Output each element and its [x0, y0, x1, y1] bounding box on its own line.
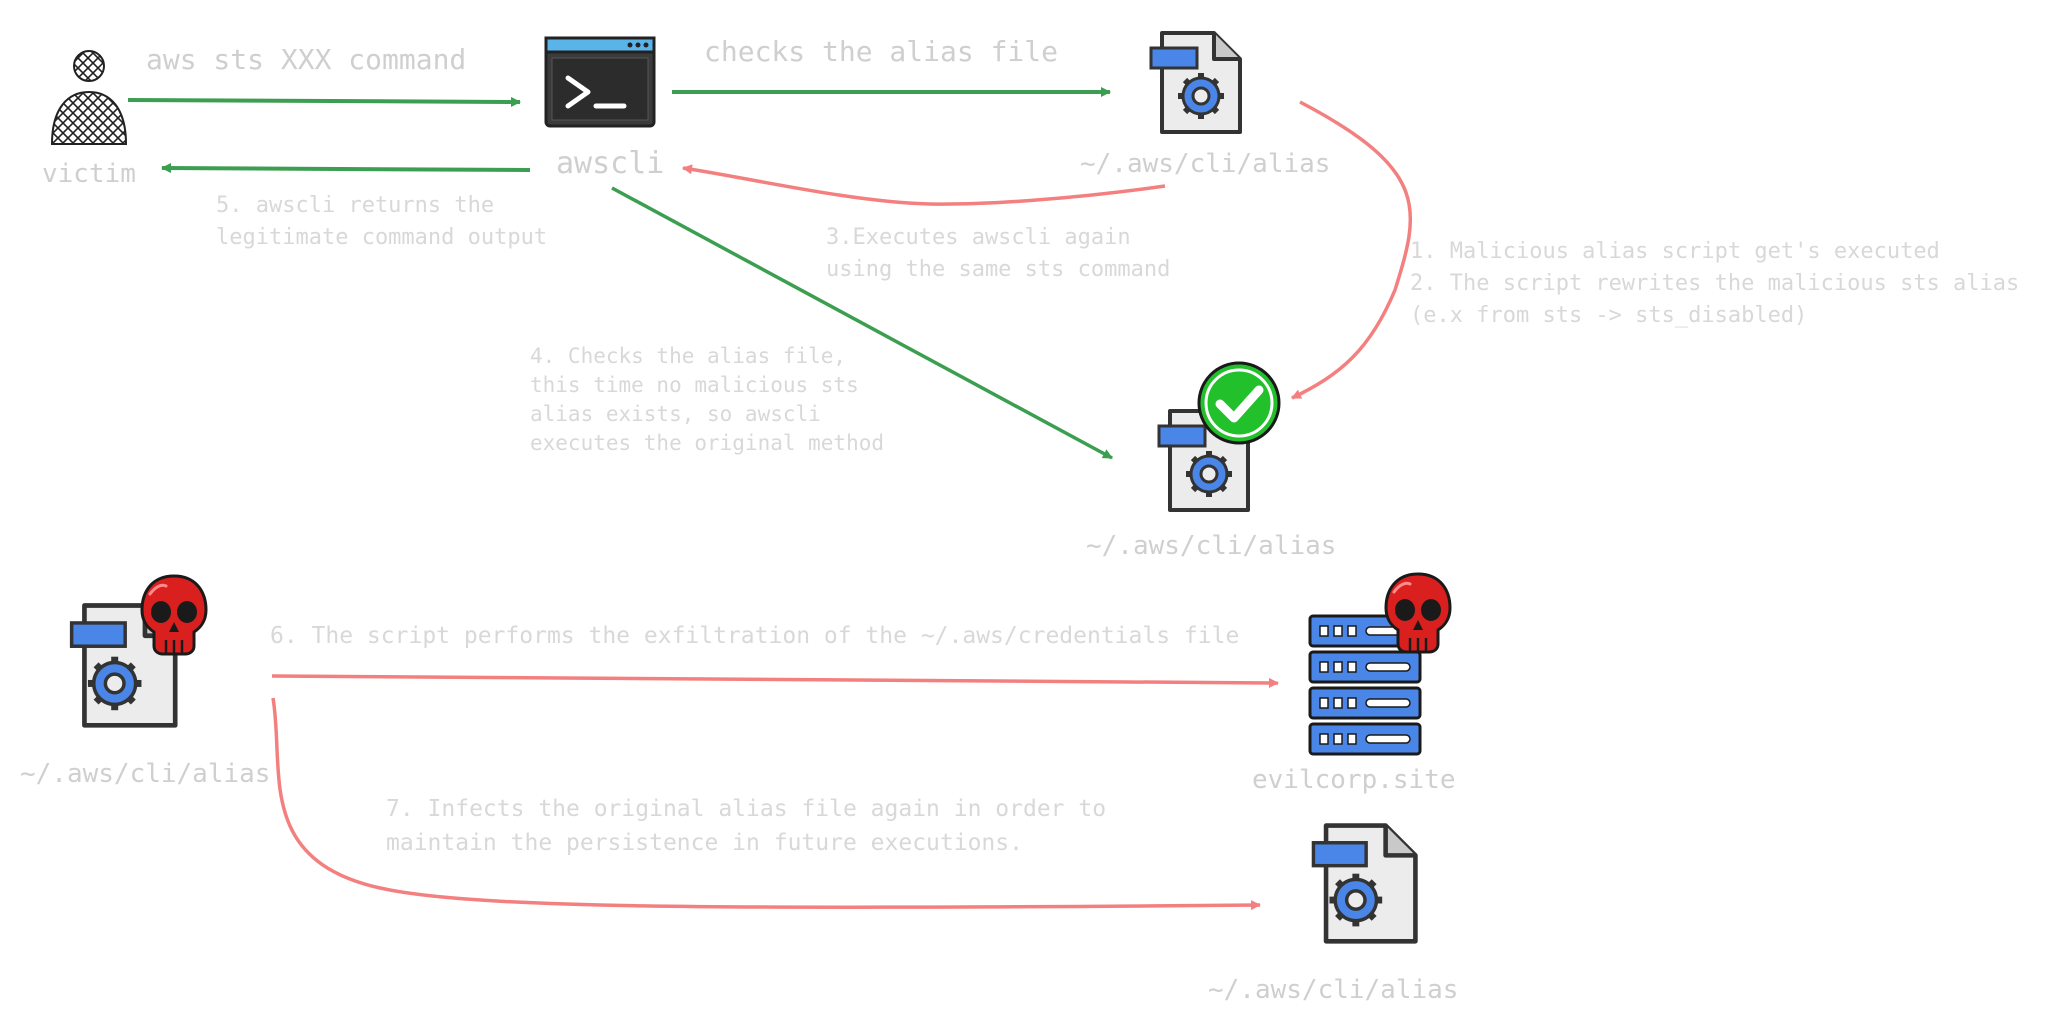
arrow-alias-to-awscli — [682, 164, 1166, 206]
skull-icon — [140, 574, 208, 656]
awscli-label: awscli — [556, 146, 665, 181]
victim-label: victim — [42, 159, 136, 189]
alias-file-top-label: ~/.aws/cli/alias — [1080, 149, 1331, 179]
edge-label-check-alias: checks the alias file — [704, 35, 1059, 68]
arrow-awscli-to-checked-alias — [611, 186, 1113, 460]
alias-file-malicious-label: ~/.aws/cli/alias — [20, 759, 271, 789]
config-file-icon — [1149, 31, 1242, 134]
edge-label-step-5: 5. awscli returns the legitimate command… — [216, 193, 548, 250]
alias-file-bottom-label: ~/.aws/cli/alias — [1208, 975, 1459, 1005]
arrow-alias-to-checked-alias — [1291, 100, 1413, 400]
arrow-malicious-alias-to-bottom-alias — [271, 697, 1261, 911]
skull-icon — [1384, 572, 1452, 654]
edge-label-step-4: 4. Checks the alias file, this time no m… — [530, 344, 885, 455]
edge-label-step-6: 6. The script performs the exfiltration … — [270, 623, 1240, 649]
terminal-icon — [544, 36, 656, 128]
evilcorp-label: evilcorp.site — [1252, 765, 1456, 795]
user-icon — [50, 50, 128, 145]
arrow-awscli-to-victim — [161, 163, 531, 174]
arrow-malicious-alias-to-evilcorp — [271, 674, 1279, 688]
config-file-icon — [1311, 823, 1418, 944]
arrow-victim-to-awscli — [127, 96, 521, 107]
edge-label-command: aws sts XXX command — [146, 43, 467, 76]
alias-file-checked-label: ~/.aws/cli/alias — [1086, 531, 1337, 561]
edge-label-step-7: 7. Infects the original alias file again… — [386, 796, 1107, 856]
checkmark-icon — [1197, 361, 1281, 445]
edge-label-steps-1-2: 1. Malicious alias script get's executed… — [1410, 239, 2020, 328]
edge-label-step-3: 3.Executes awscli again using the same s… — [826, 225, 1171, 282]
